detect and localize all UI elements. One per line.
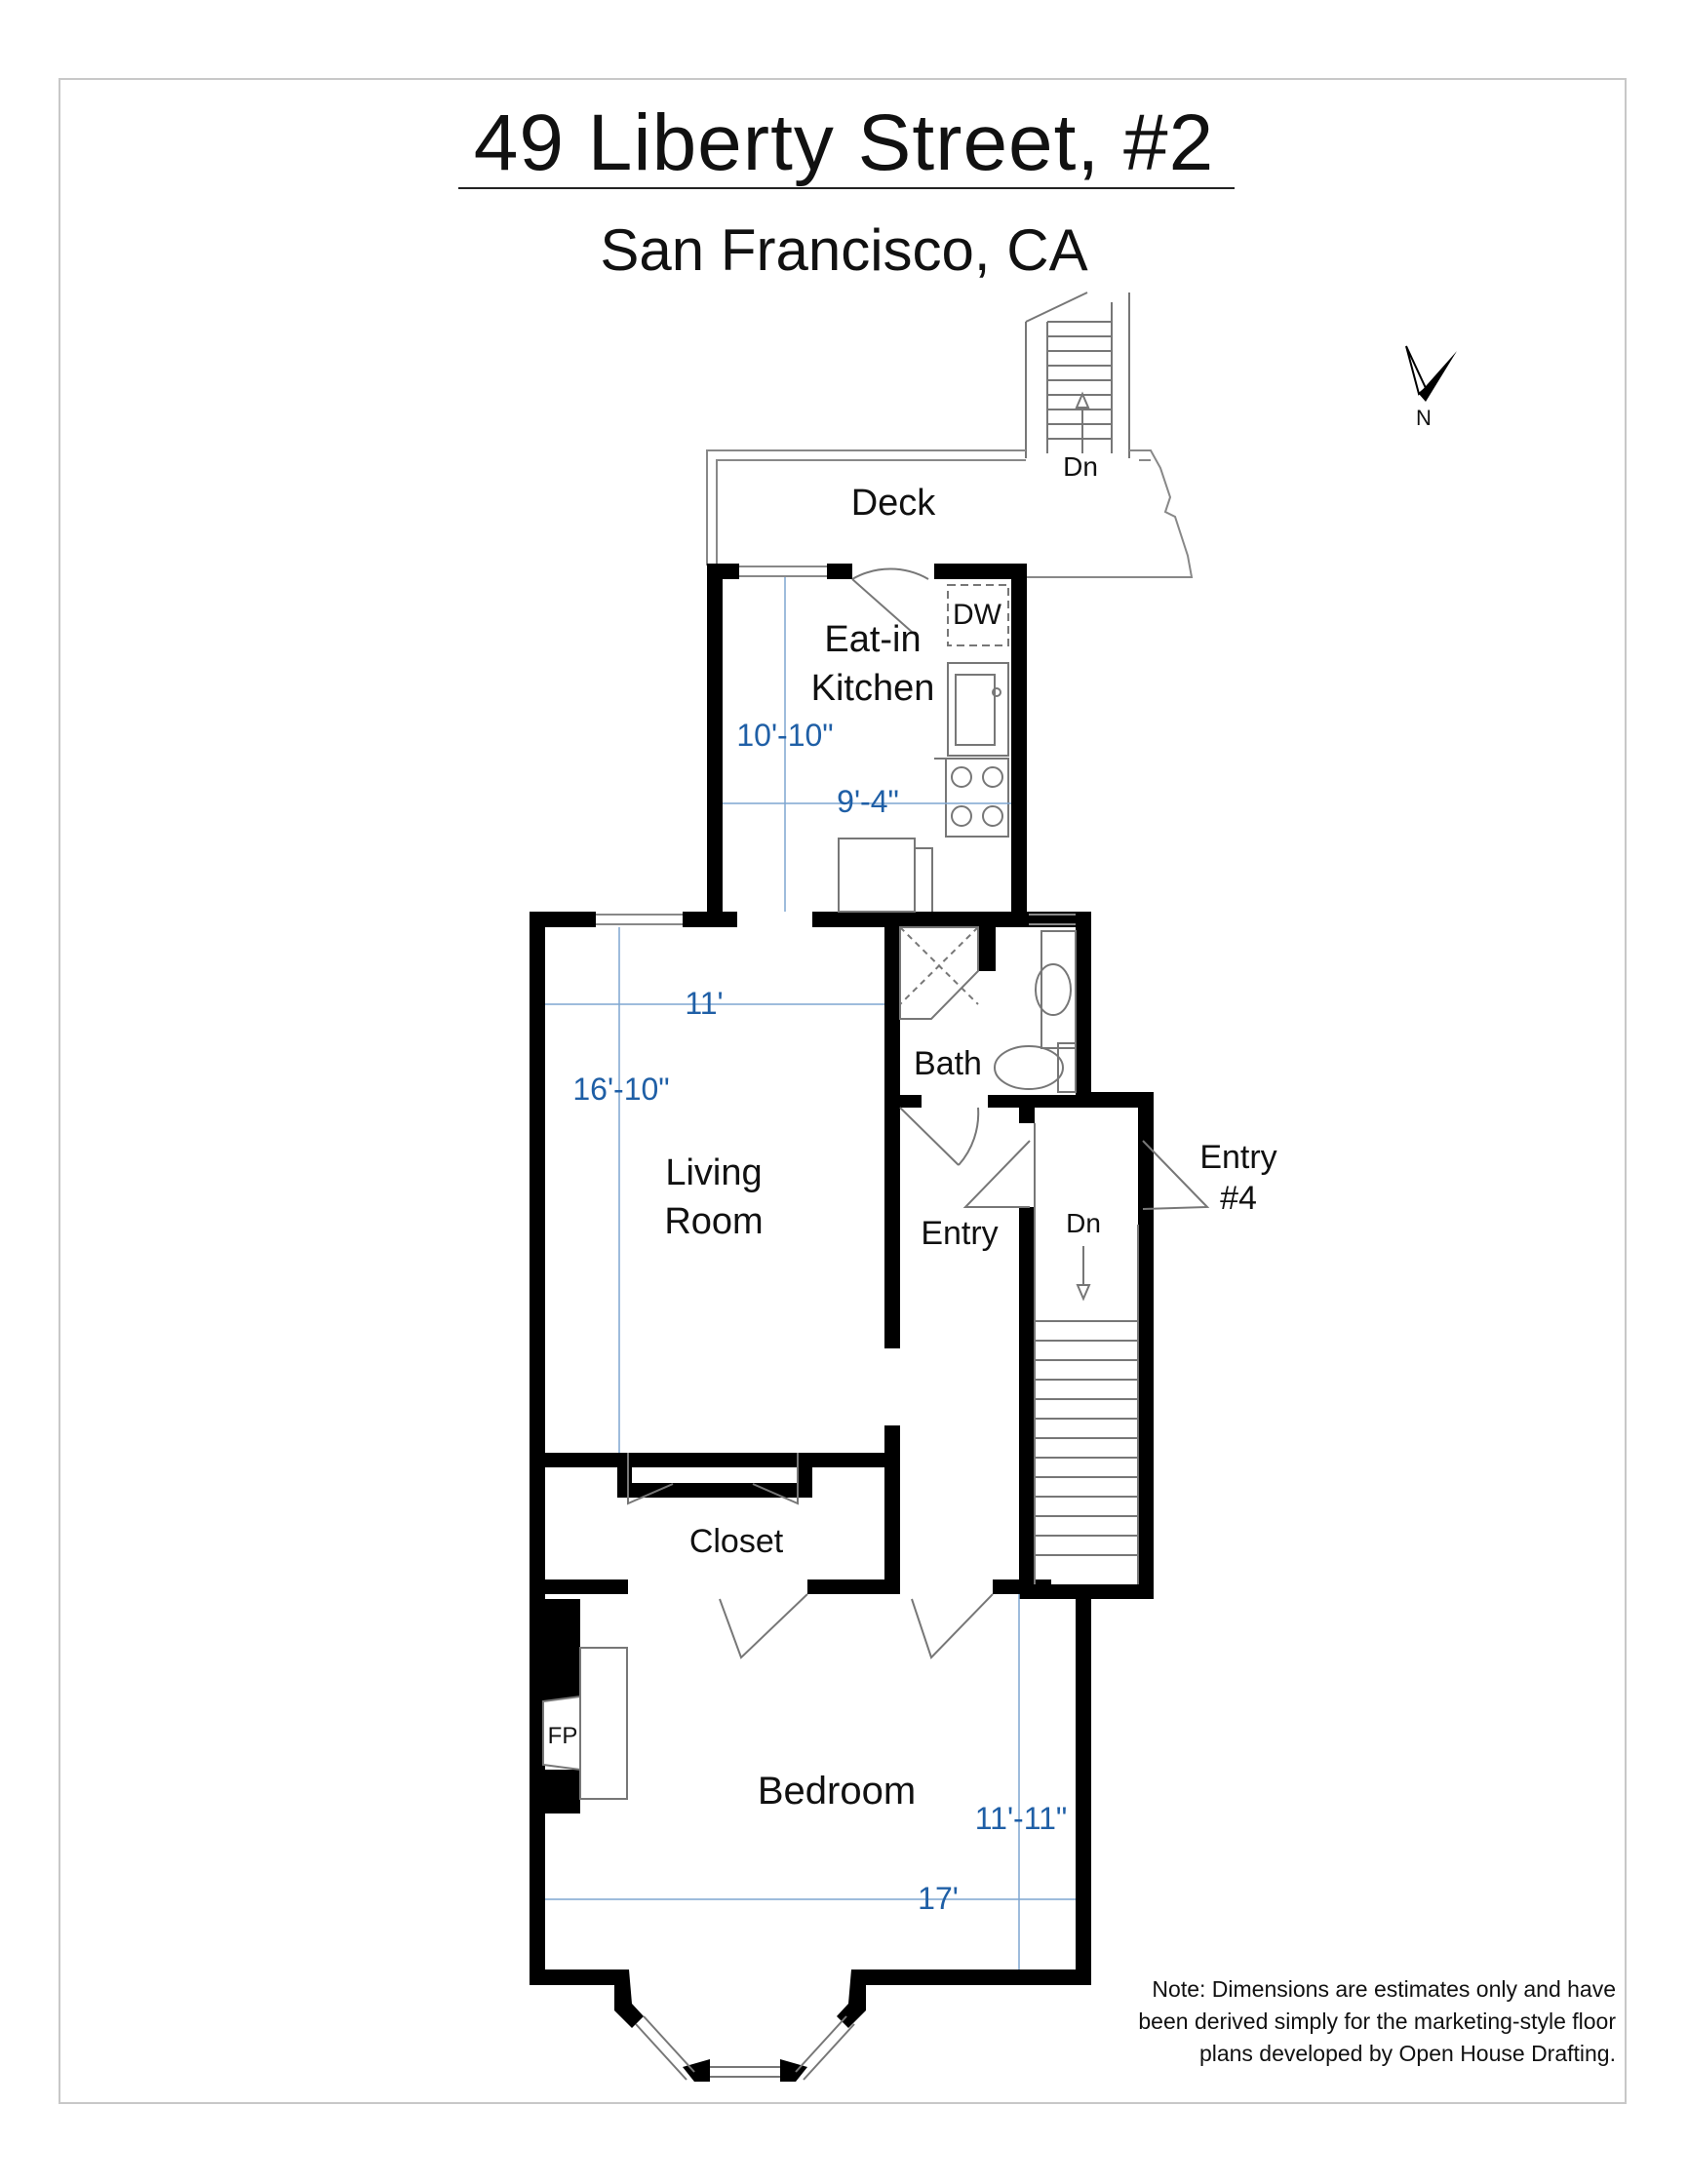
living-label-line1: Living [665, 1152, 762, 1193]
north-label: N [1416, 406, 1432, 430]
disclaimer-note: Note: Dimensions are estimates only and … [1138, 1976, 1616, 2066]
stairs-down-label: Dn [1066, 1208, 1101, 1238]
bath-fixtures [899, 926, 1077, 1093]
dishwasher-label: DW [953, 599, 1002, 631]
entry4-stairs [1034, 1123, 1139, 1584]
bedroom-width-label: 17' [918, 1881, 959, 1916]
deck-label: Deck [851, 483, 937, 524]
kitchen-length-label: 10'-10" [736, 718, 833, 753]
bay-window [635, 2015, 855, 2081]
kitchen-label-line1: Eat-in [824, 619, 921, 660]
bedroom-depth-label: 11'-11" [975, 1801, 1068, 1836]
living-label-line2: Room [664, 1201, 763, 1242]
north-arrow-icon [1405, 345, 1457, 402]
kitchen-fixtures [838, 584, 1009, 913]
bedroom-label: Bedroom [758, 1770, 916, 1813]
doors [627, 567, 1210, 1659]
entry4-label-line1: Entry [1199, 1139, 1276, 1176]
entry-label: Entry [921, 1215, 998, 1252]
deck [706, 449, 1194, 578]
page-frame [59, 78, 1627, 2104]
page-title: 49 Liberty Street, #2 [473, 98, 1215, 187]
closet-label: Closet [689, 1523, 784, 1560]
bath-label: Bath [914, 1045, 982, 1082]
windows [596, 566, 1076, 925]
dimension-lines [545, 577, 1076, 1970]
living-width-label: 11' [685, 986, 723, 1021]
living-length-label: 16'-10" [572, 1072, 669, 1107]
entry4-label-line2: #4 [1220, 1180, 1257, 1217]
kitchen-label-line2: Kitchen [811, 668, 935, 709]
deck-stairs-label: Dn [1063, 451, 1098, 482]
deck-stairs [1025, 292, 1130, 458]
fireplace-label: FP [548, 1723, 578, 1749]
kitchen-width-label: 9'-4" [837, 784, 899, 819]
fireplace [542, 1647, 628, 1800]
walls [530, 564, 1154, 2082]
page-subtitle: San Francisco, CA [600, 217, 1088, 283]
title-underline [458, 187, 1235, 189]
